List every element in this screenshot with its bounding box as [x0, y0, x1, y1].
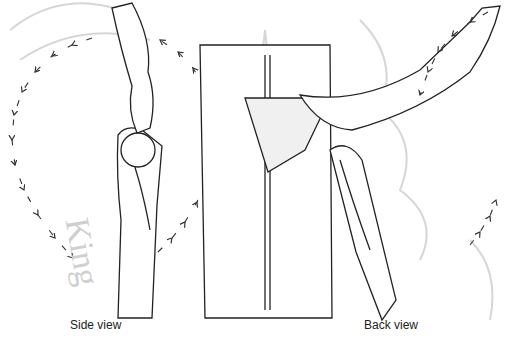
side-view-bones: [112, 3, 162, 318]
view-caption: Back view: [364, 318, 418, 332]
motion-arrow: [470, 200, 496, 245]
watermark-emblem: [10, 3, 493, 320]
back-view-bones: [200, 6, 500, 320]
motion-arrow: [420, 12, 488, 95]
view-caption: Side view: [70, 318, 121, 332]
watermark-text: King: [58, 215, 107, 289]
